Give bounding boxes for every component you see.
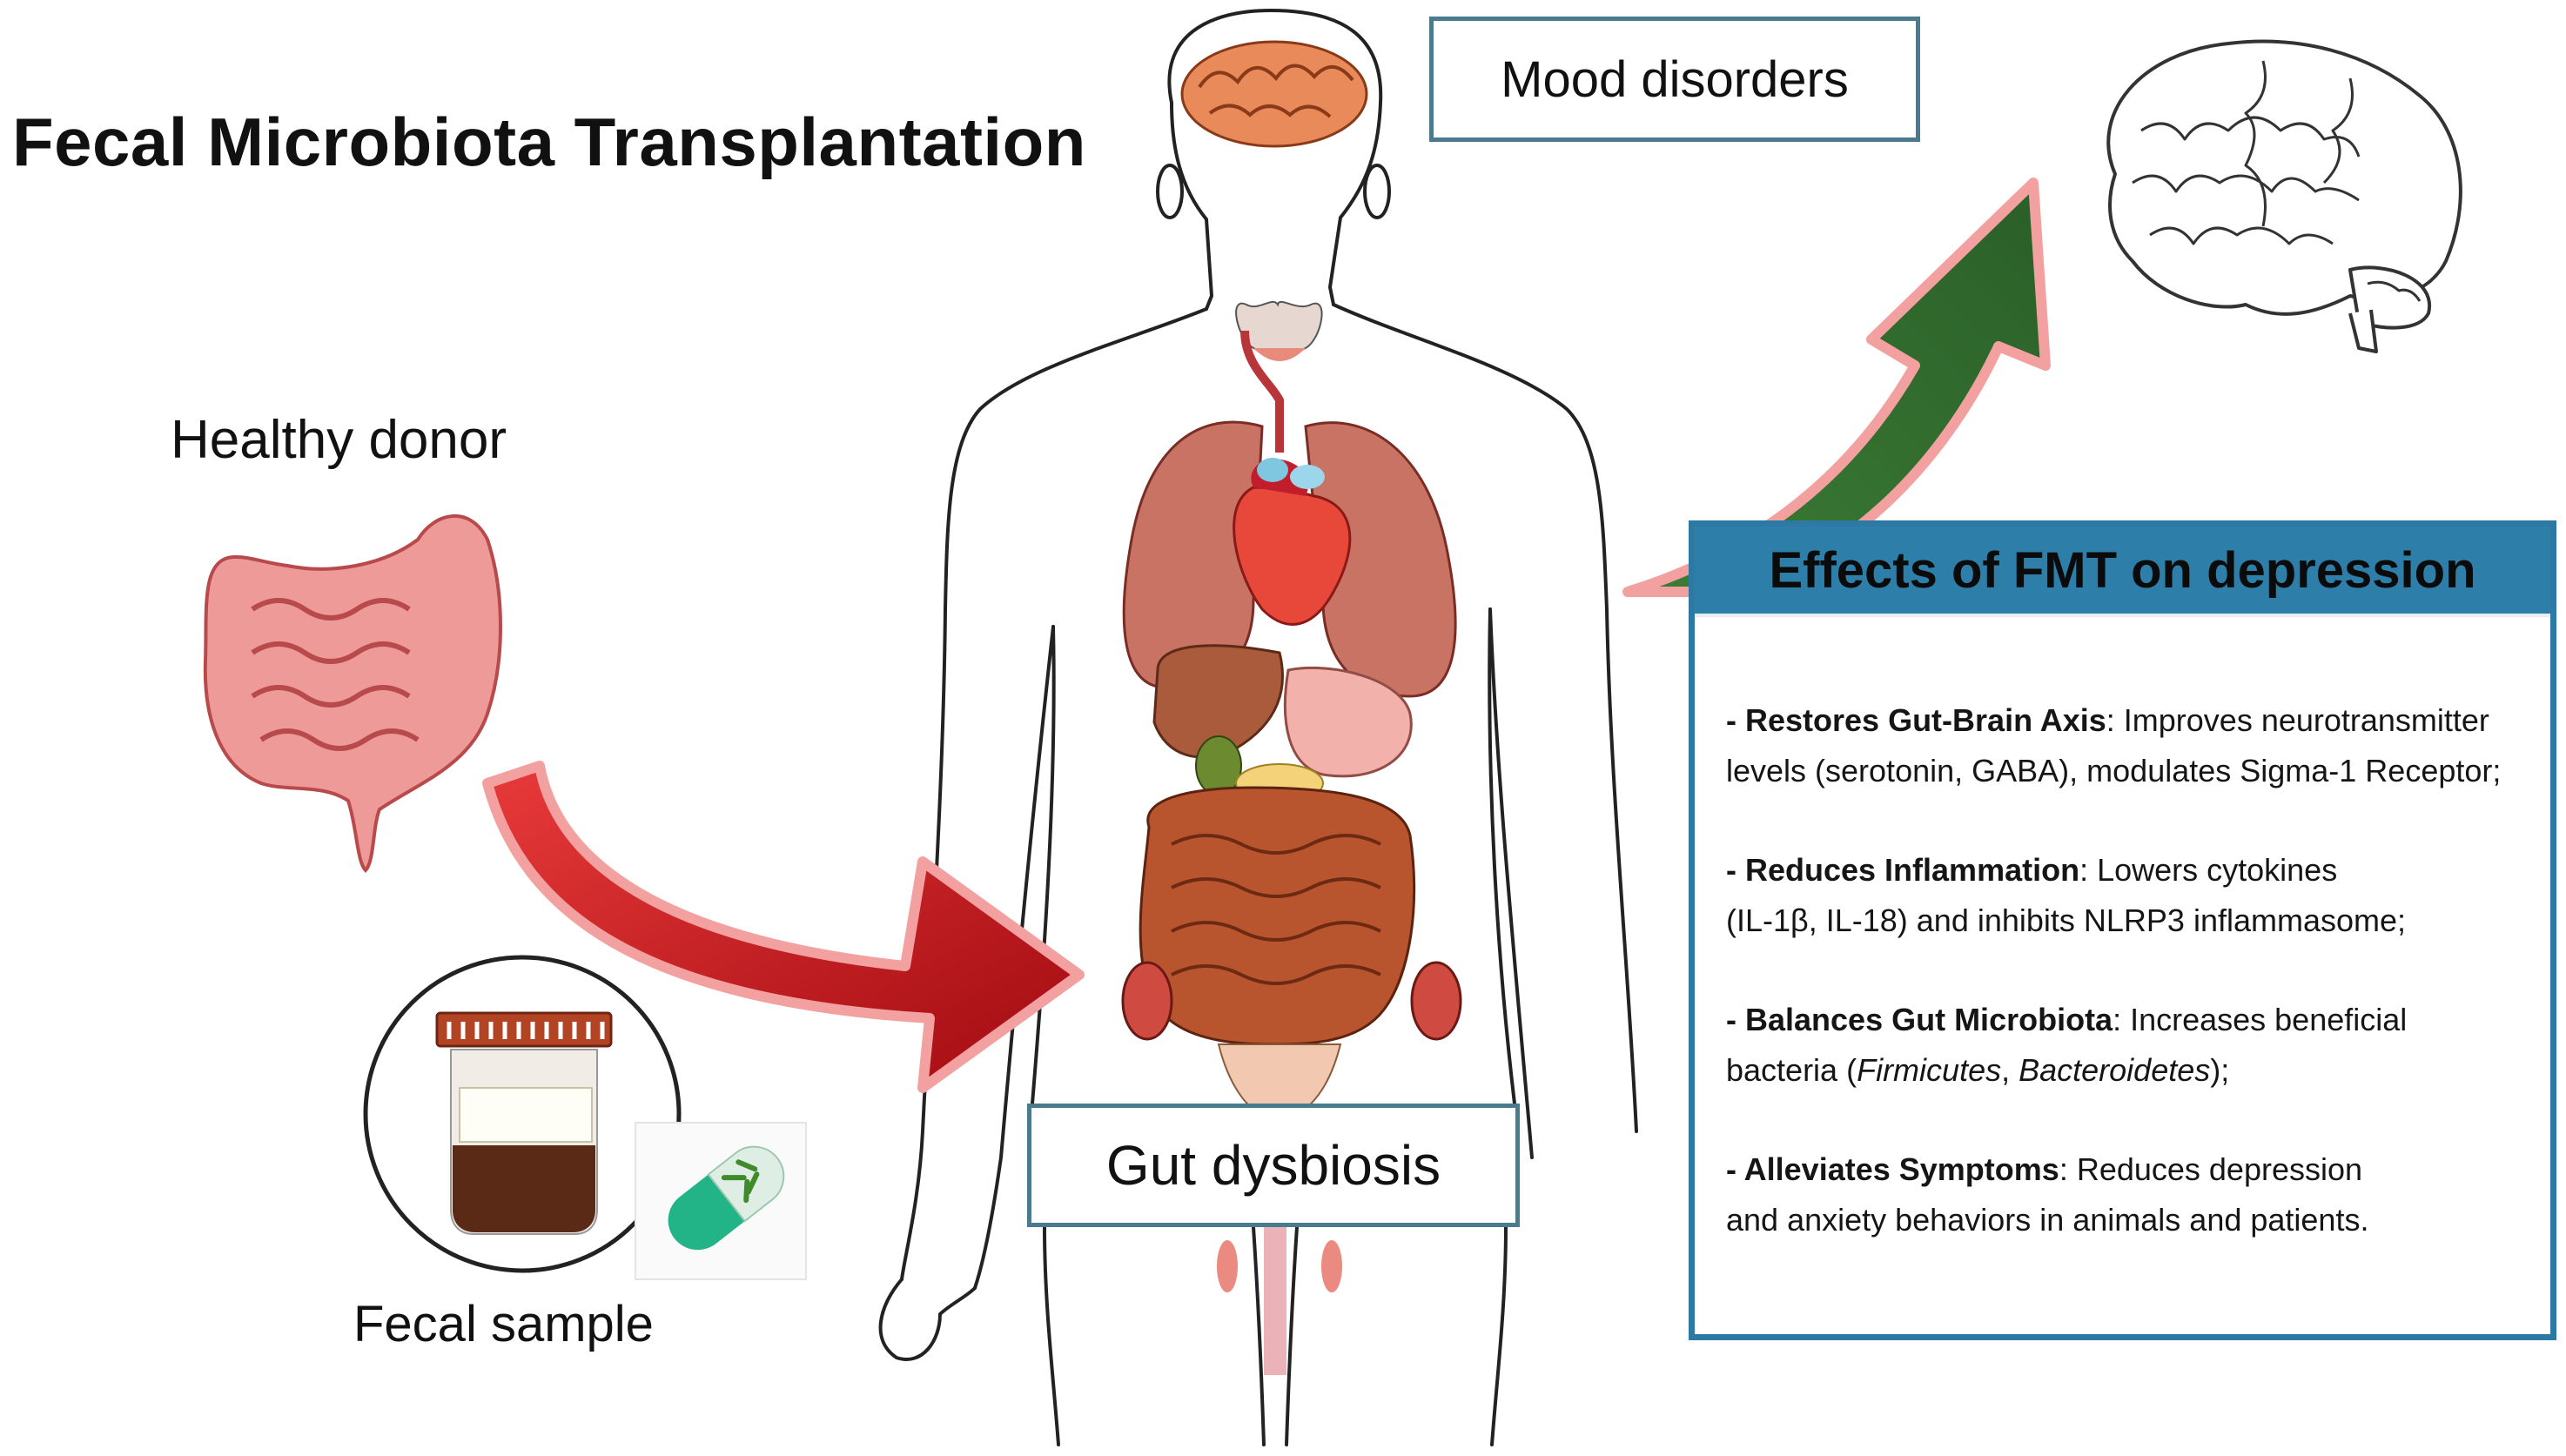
fecal-sample-label: Fecal sample xyxy=(353,1296,654,1352)
effect-item-text: , xyxy=(2001,1052,2019,1088)
effect-item-title: - Reduces Inflammation xyxy=(1726,852,2080,888)
effect-item-text: : Reduces depression xyxy=(2059,1151,2363,1187)
fecal-sample-jar-icon xyxy=(363,955,682,1273)
effect-item-gut-brain-axis: - Restores Gut-Brain Axis: Improves neur… xyxy=(1726,695,2550,796)
effect-item-text: bacteria ( xyxy=(1726,1052,1857,1088)
effects-list: - Restores Gut-Brain Axis: Improves neur… xyxy=(1695,617,2550,1245)
gut-dysbiosis-label: Gut dysbiosis xyxy=(1105,1134,1441,1197)
head-brain-icon xyxy=(1180,40,1368,148)
effect-item-inflammation: - Reduces Inflammation: Lowers cytokines… xyxy=(1726,845,2550,946)
gut-dysbiosis-box: Gut dysbiosis xyxy=(1027,1104,1520,1227)
internal-organs xyxy=(1121,300,1462,1375)
effect-item-text: : Increases beneficial xyxy=(2113,1002,2408,1037)
red-transfer-arrow xyxy=(482,761,1085,1093)
mood-disorders-label: Mood disorders xyxy=(1501,50,1849,108)
mood-disorders-box: Mood disorders xyxy=(1429,17,1920,142)
effect-item-text: (IL-1β, IL-18) and inhibits NLRP3 inflam… xyxy=(1726,902,2407,938)
page-title: Fecal Microbiota Transplantation xyxy=(12,104,1086,180)
outline-brain-icon xyxy=(2106,39,2462,353)
human-body-outline xyxy=(878,8,1638,1446)
effect-item-symptoms: - Alleviates Symptoms: Reduces depressio… xyxy=(1726,1144,2550,1245)
effect-item-title: - Alleviates Symptoms xyxy=(1726,1151,2059,1187)
effect-item-text: : Lowers cytokines xyxy=(2079,852,2338,888)
taxon-name: Firmicutes xyxy=(1857,1052,2002,1088)
effect-item-title: - Restores Gut-Brain Axis xyxy=(1726,702,2106,738)
capsule-icon xyxy=(635,1122,807,1280)
effects-heading: Effects of FMT on depression xyxy=(1695,527,2550,617)
effect-item-text: levels (serotonin, GABA), modulates Sigm… xyxy=(1726,753,2502,788)
effect-item-text: : Improves neurotransmitter xyxy=(2106,702,2489,738)
taxon-name: Bacteroidetes xyxy=(2019,1052,2211,1088)
healthy-donor-label: Healthy donor xyxy=(171,410,507,470)
effect-item-text: ); xyxy=(2210,1052,2230,1088)
donor-intestine-icon xyxy=(203,514,502,873)
effects-panel: Effects of FMT on depression - Restores … xyxy=(1689,520,2556,1340)
effect-item-gut-microbiota: - Balances Gut Microbiota: Increases ben… xyxy=(1726,995,2550,1096)
effect-item-title: - Balances Gut Microbiota xyxy=(1726,1002,2113,1037)
effect-item-text: and anxiety behaviors in animals and pat… xyxy=(1726,1202,2369,1238)
